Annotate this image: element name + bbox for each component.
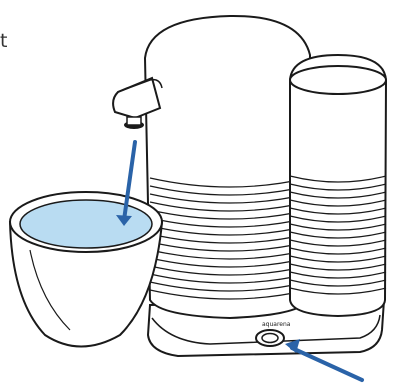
bowl — [10, 192, 162, 347]
dispenser-body — [145, 16, 310, 318]
filter-tower — [290, 55, 386, 316]
water-surface — [20, 200, 152, 248]
partial-text: t — [0, 32, 7, 51]
power-button[interactable] — [256, 330, 284, 346]
brand-text: aquarena — [262, 321, 291, 328]
